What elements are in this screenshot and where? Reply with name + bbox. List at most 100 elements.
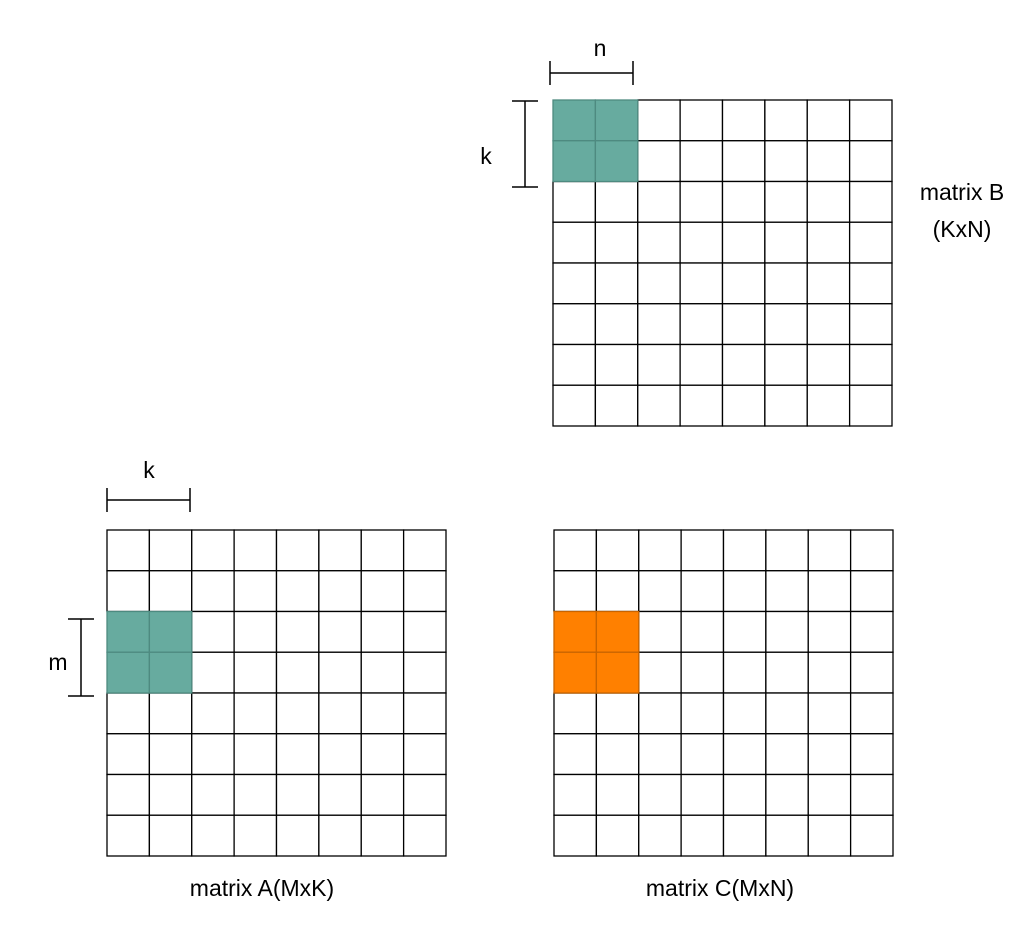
matrix-cell bbox=[360, 773, 405, 816]
matrix-cell bbox=[275, 733, 320, 776]
matrix-cell bbox=[764, 384, 808, 427]
matrix-cell bbox=[721, 343, 766, 386]
matrix-cell bbox=[638, 529, 682, 572]
matrix-cell bbox=[275, 570, 320, 613]
matrix-cell bbox=[764, 221, 808, 264]
matrix-cell bbox=[552, 303, 597, 346]
matrix-cell bbox=[721, 99, 766, 142]
matrix-cell bbox=[680, 733, 725, 776]
matrix-cell bbox=[722, 570, 767, 613]
matrix-cell bbox=[807, 773, 852, 816]
matrix-cell bbox=[233, 651, 278, 694]
highlighted-tile-cell bbox=[594, 99, 639, 142]
matrix-cell bbox=[849, 773, 894, 816]
matrix-cell bbox=[722, 733, 767, 776]
matrix-cell bbox=[595, 773, 640, 816]
matrix-c-grid bbox=[553, 529, 894, 857]
matrix-cell bbox=[637, 221, 681, 264]
matrix-cell bbox=[402, 733, 447, 776]
highlighted-tile-cell bbox=[106, 610, 151, 653]
matrix-cell bbox=[106, 692, 151, 735]
matrix-cell bbox=[595, 692, 640, 735]
matrix-cell bbox=[638, 610, 682, 653]
matrix-cell bbox=[849, 610, 894, 653]
matrix-cell bbox=[553, 570, 598, 613]
matrix-cell bbox=[148, 529, 193, 572]
matrix-cell bbox=[553, 733, 598, 776]
matrix-cell bbox=[638, 692, 682, 735]
matrix-cell bbox=[233, 773, 278, 816]
matrix-cell bbox=[637, 343, 681, 386]
highlighted-tile-cell bbox=[552, 99, 597, 142]
matrix-cell bbox=[765, 570, 809, 613]
matrix-cell bbox=[680, 814, 725, 857]
matrix-cell bbox=[360, 814, 405, 857]
matrix-cell bbox=[638, 814, 682, 857]
matrix-cell bbox=[233, 610, 278, 653]
b-tile-height-bracket bbox=[512, 100, 538, 188]
matrix-cell bbox=[275, 814, 320, 857]
matrix-cell bbox=[807, 570, 852, 613]
matrix-cell bbox=[637, 99, 681, 142]
a-tile-height-label: m bbox=[48, 649, 67, 675]
matrix-cell bbox=[594, 384, 639, 427]
matrix-cell bbox=[594, 180, 639, 223]
matrix-cell bbox=[807, 610, 852, 653]
matrix-cell bbox=[275, 692, 320, 735]
highlighted-tile-cell bbox=[594, 140, 639, 183]
matrix-cell bbox=[148, 733, 193, 776]
matrix-cell bbox=[191, 529, 235, 572]
matrix-cell bbox=[721, 262, 766, 305]
matrix-cell bbox=[402, 651, 447, 694]
matrix-cell bbox=[594, 303, 639, 346]
matrix-a-grid bbox=[106, 529, 447, 857]
matrix-cell bbox=[106, 733, 151, 776]
matrix-cell bbox=[848, 140, 893, 183]
matrix-cell bbox=[191, 651, 235, 694]
matrix-cell bbox=[402, 814, 447, 857]
matrix-cell bbox=[553, 529, 598, 572]
matrix-cell bbox=[552, 221, 597, 264]
a-tile-height-bracket bbox=[68, 618, 94, 697]
matrix-cell bbox=[637, 180, 681, 223]
matrix-cell bbox=[594, 343, 639, 386]
a-tile-width-bracket bbox=[106, 488, 191, 512]
matrix-cell bbox=[849, 733, 894, 776]
matrix-cell bbox=[148, 814, 193, 857]
matrix-cell bbox=[106, 814, 151, 857]
matrix-cell bbox=[722, 610, 767, 653]
matrix-cell bbox=[318, 773, 362, 816]
highlighted-tile-cell bbox=[148, 651, 193, 694]
matrix-cell bbox=[275, 529, 320, 572]
matrix-a-label: matrix A(MxK) bbox=[190, 875, 334, 901]
matrix-cell bbox=[765, 692, 809, 735]
matrix-cell bbox=[806, 180, 851, 223]
matrix-cell bbox=[849, 529, 894, 572]
matrix-cell bbox=[679, 343, 724, 386]
matrix-cell bbox=[765, 733, 809, 776]
matrix-cell bbox=[807, 529, 852, 572]
matrix-cell bbox=[595, 529, 640, 572]
matrix-cell bbox=[318, 814, 362, 857]
matrix-cell bbox=[679, 303, 724, 346]
matrix-cell bbox=[638, 651, 682, 694]
matrix-cell bbox=[233, 733, 278, 776]
matrix-cell bbox=[679, 221, 724, 264]
matrix-cell bbox=[806, 221, 851, 264]
matrix-cell bbox=[637, 303, 681, 346]
matrix-cell bbox=[765, 529, 809, 572]
matrix-cell bbox=[402, 529, 447, 572]
matrix-cell bbox=[402, 692, 447, 735]
matrix-cell bbox=[848, 343, 893, 386]
matrix-cell bbox=[680, 570, 725, 613]
matrix-cell bbox=[806, 303, 851, 346]
matrix-cell bbox=[848, 303, 893, 346]
matrix-cell bbox=[806, 384, 851, 427]
matrix-cell bbox=[765, 773, 809, 816]
a-tile-width-label: k bbox=[143, 457, 155, 483]
matrix-cell bbox=[638, 733, 682, 776]
matrix-cell bbox=[552, 262, 597, 305]
matrix-cell bbox=[680, 651, 725, 694]
matrix-cell bbox=[722, 651, 767, 694]
